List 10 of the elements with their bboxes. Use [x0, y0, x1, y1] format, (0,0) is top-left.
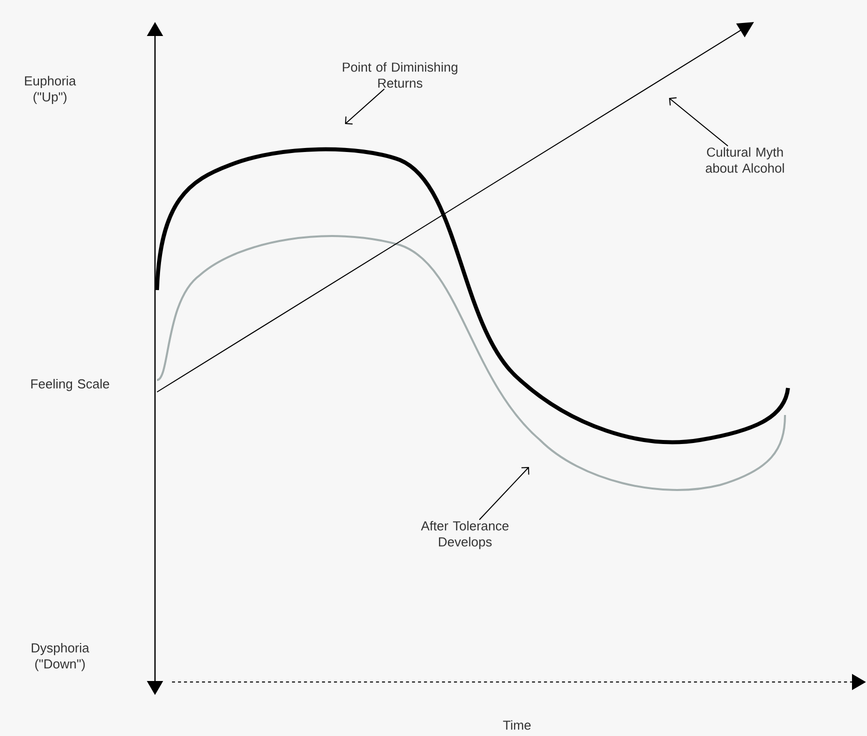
axis-label: Euphoria ("Up"): [25, 76, 76, 104]
axis-label: Time: [503, 720, 531, 730]
annotation-text: Point of Diminishing Returns: [342, 62, 458, 88]
axis-label: Dysphoria ("Down"): [32, 642, 90, 672]
annotation-text: After Tolerance Develops: [420, 520, 508, 550]
pointer-arrow: [345, 88, 385, 124]
axis-label: Feeling Scale: [31, 378, 110, 392]
pointer-arrow: [478, 467, 530, 520]
pointer-arrow: [669, 97, 728, 147]
annotation-text: Cultural Myth about Alcohol: [706, 147, 784, 173]
